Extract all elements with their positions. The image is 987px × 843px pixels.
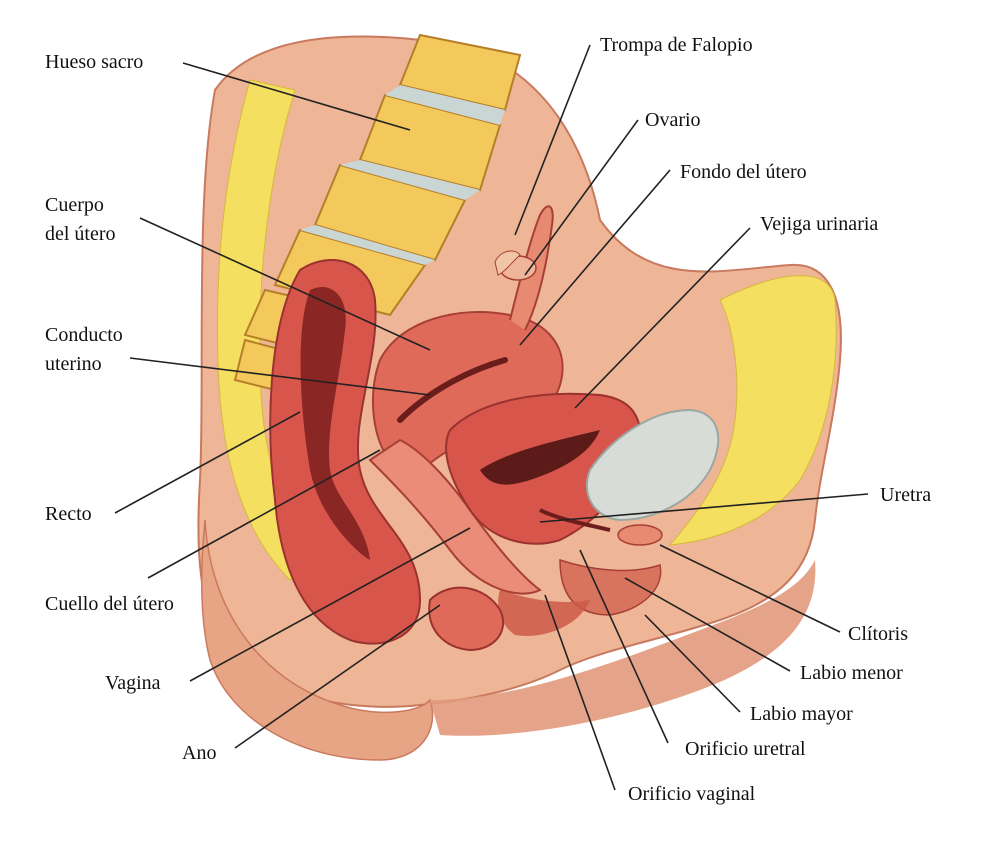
lower-skin-fold: [430, 560, 816, 736]
leader-fondo-utero: [519, 169, 671, 346]
label-clitoris: Clítoris: [848, 623, 909, 645]
label-recto: Recto: [45, 503, 92, 525]
label-cuello-utero: Cuello del útero: [45, 593, 174, 615]
label-vejiga-urinaria: Vejiga urinaria: [760, 213, 879, 235]
leader-lines: [114, 44, 869, 791]
label-conducto-uterino-line2: uterino: [45, 353, 102, 375]
leader-cuerpo-utero: [139, 217, 431, 351]
leader-vagina: [189, 527, 471, 682]
rectum-lumen: [300, 286, 370, 560]
perineum-shape: [498, 590, 590, 636]
clitoris-shape: [617, 524, 663, 546]
leader-conducto-uterino: [129, 357, 431, 396]
label-labio-menor: Labio menor: [800, 662, 903, 684]
leader-hueso-sacro: [182, 62, 411, 131]
label-conducto-uterino-line1: Conducto: [45, 324, 123, 346]
label-fondo-utero: Fondo del útero: [680, 161, 807, 183]
leader-clitoris: [659, 544, 841, 633]
leader-labio-mayor: [644, 614, 741, 713]
label-orificio-vaginal: Orificio vaginal: [628, 783, 756, 805]
urethra-line: [539, 508, 611, 532]
tube-fimbriae: [494, 250, 521, 276]
uterine-canal: [397, 357, 508, 423]
label-uretra: Uretra: [880, 484, 932, 506]
leader-recto: [114, 411, 301, 514]
label-ano: Ano: [182, 742, 217, 764]
label-cuerpo-utero-line1: Cuerpo: [45, 194, 104, 216]
label-trompa-falopio: Trompa de Falopio: [600, 34, 753, 56]
vagina-shape: [368, 438, 542, 595]
leader-orificio-vaginal: [544, 594, 616, 791]
label-labio-mayor: Labio mayor: [750, 703, 853, 725]
leader-trompa-falopio: [514, 44, 591, 236]
anal-canal: [428, 586, 505, 652]
leader-labio-menor: [624, 577, 791, 672]
bladder-lumen: [480, 430, 600, 485]
label-vagina: Vagina: [105, 672, 161, 694]
label-orificio-uretral: Orificio uretral: [685, 738, 806, 760]
label-ovario: Ovario: [645, 109, 701, 131]
label-cuerpo-utero-line2: del útero: [45, 223, 116, 245]
leader-cuello-utero: [147, 449, 381, 579]
leader-orificio-uretral: [579, 549, 669, 744]
leader-ovario: [524, 119, 639, 276]
leader-ano: [234, 604, 441, 749]
label-hueso-sacro: Hueso sacro: [45, 51, 144, 73]
leader-uretra: [539, 493, 869, 523]
leader-vejiga-urinaria: [574, 227, 751, 409]
buttock-shape: [200, 519, 434, 761]
fat-layer-front: [668, 275, 837, 546]
